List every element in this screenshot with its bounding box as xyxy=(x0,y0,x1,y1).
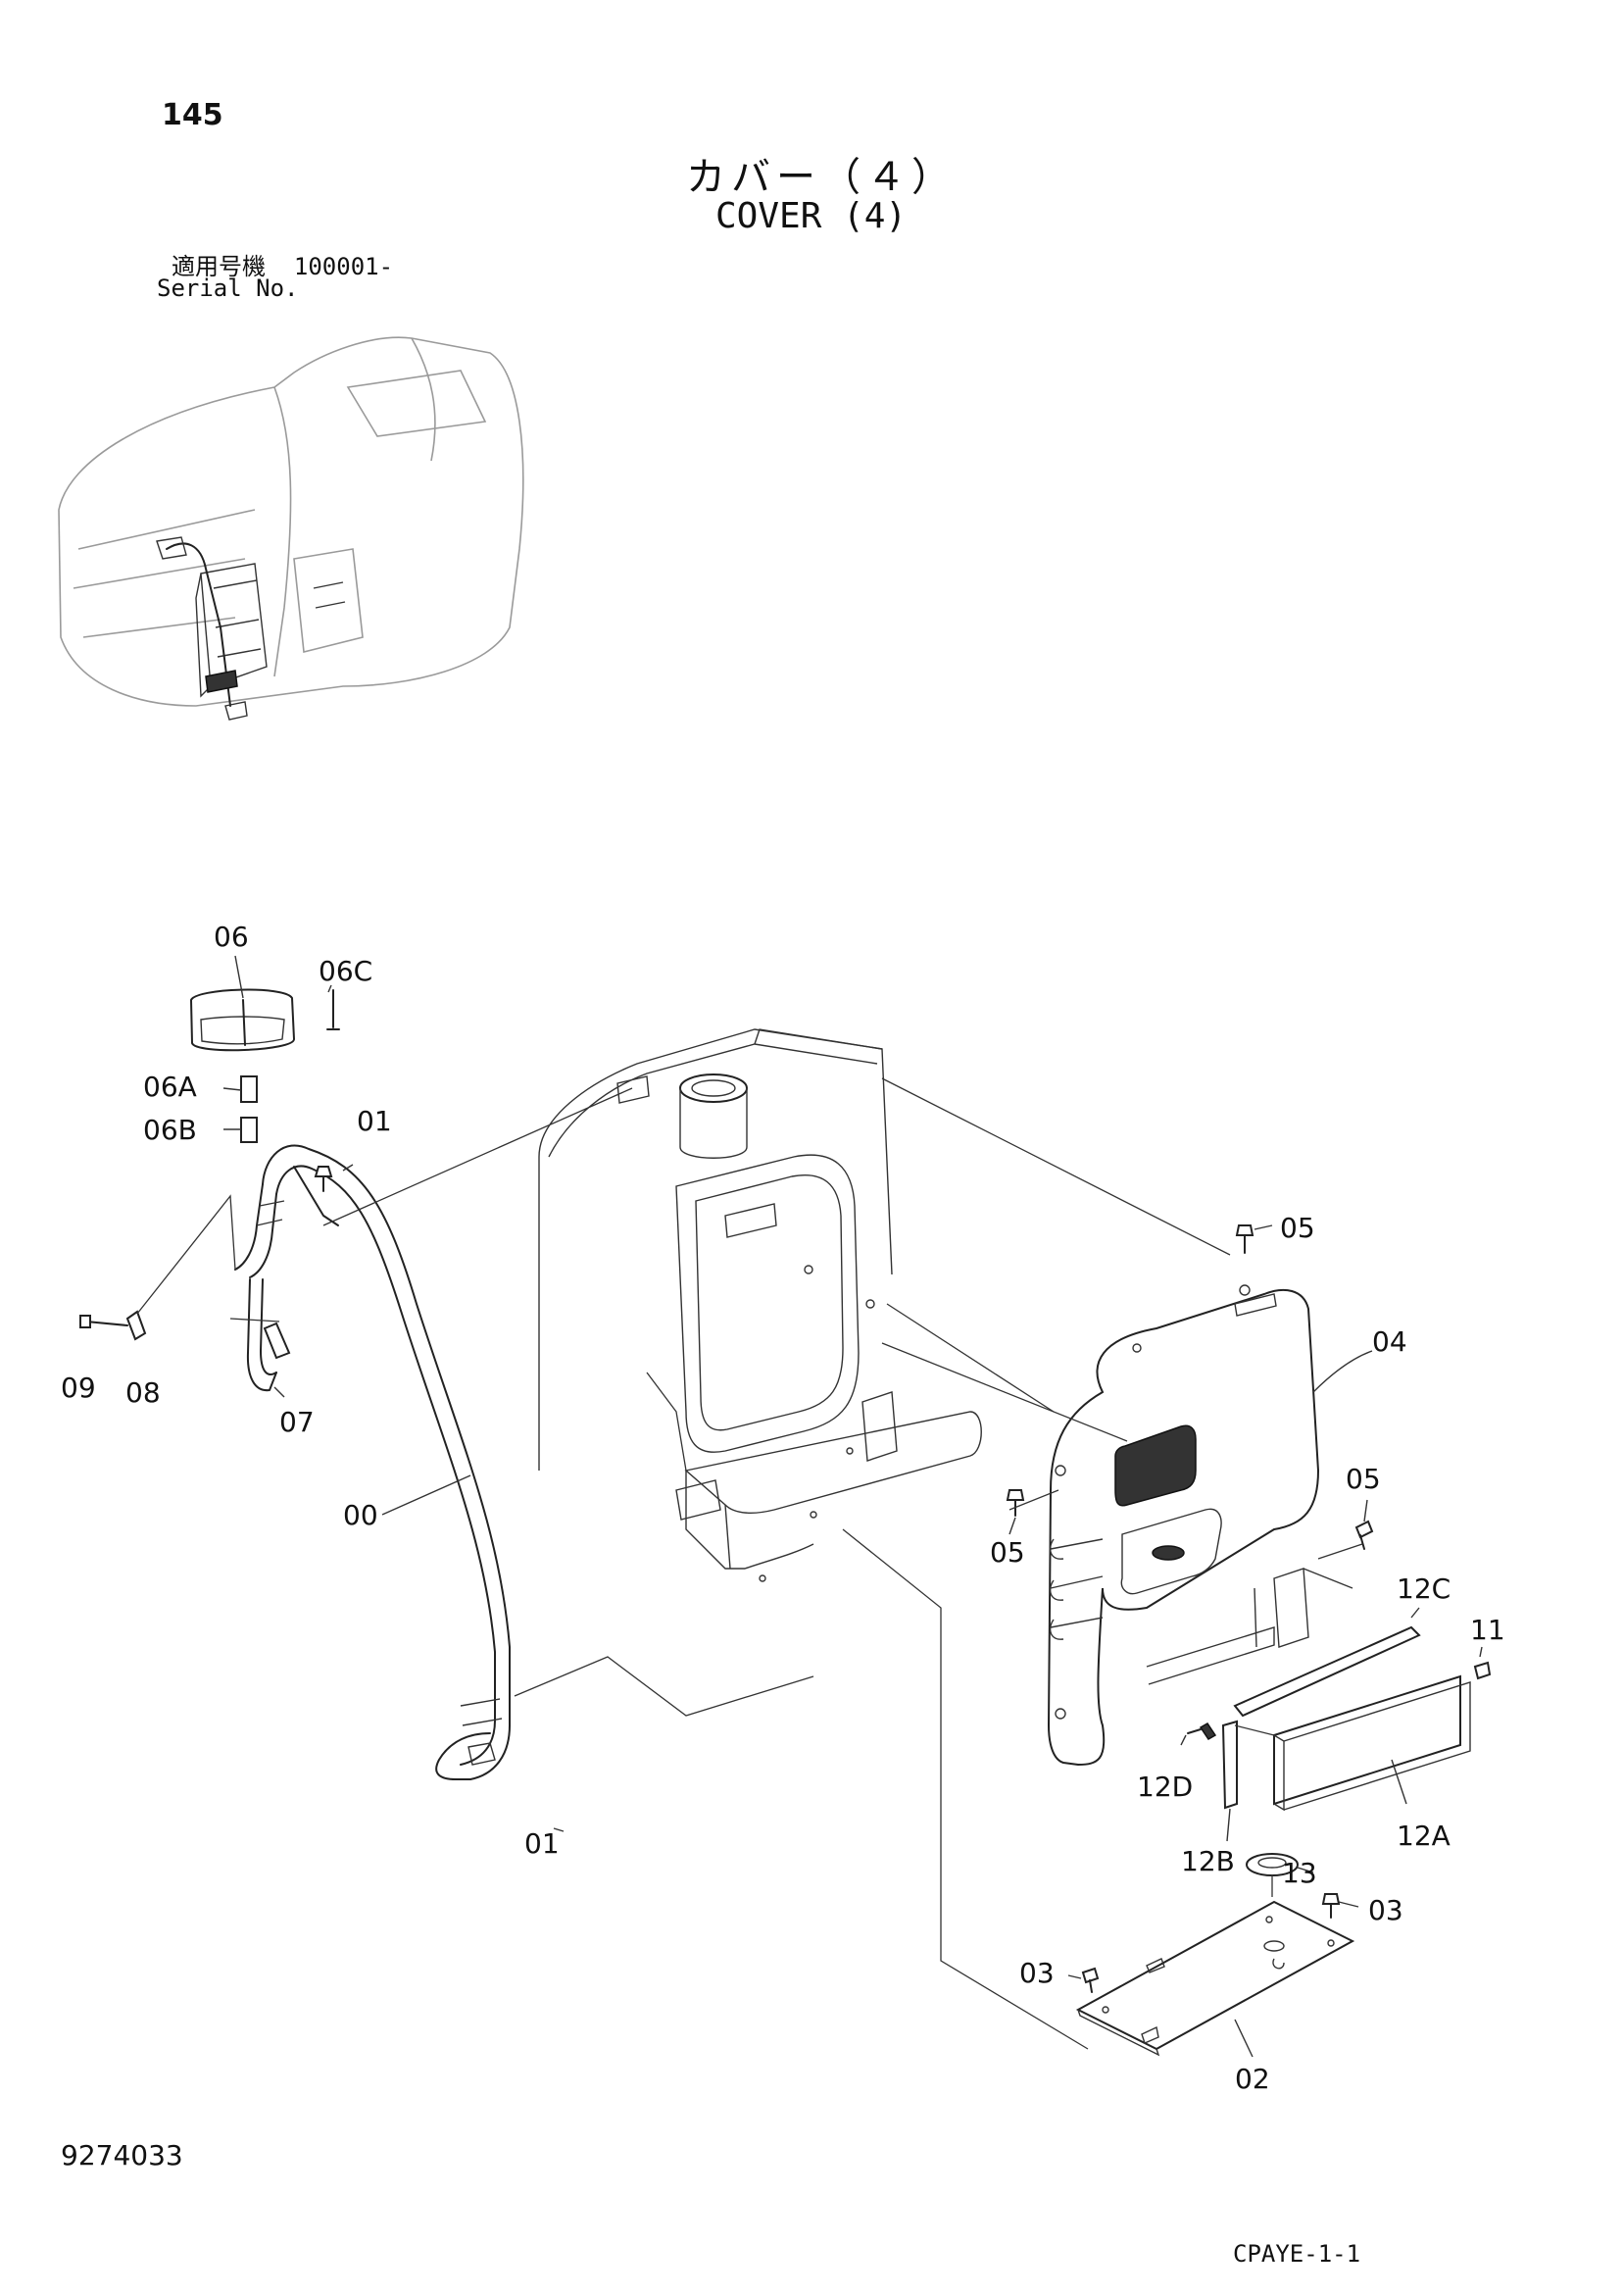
callout-04: 04 xyxy=(1372,1325,1407,1358)
callout-02: 02 xyxy=(1235,2063,1270,2095)
callout-05-top: 05 xyxy=(1280,1212,1315,1244)
callout-01-bottom: 01 xyxy=(524,1827,560,1860)
callout-12b: 12B xyxy=(1181,1845,1235,1877)
pad-parts xyxy=(1187,1625,1492,1876)
callout-06b: 06B xyxy=(143,1114,197,1146)
catalog-code: CPAYE-1-1 xyxy=(1233,2240,1361,2268)
callout-labels: 06 06C 06A 06B 01 09 08 07 00 01 05 04 0… xyxy=(61,921,1505,2095)
callout-03-left: 03 xyxy=(1019,1957,1055,1989)
callout-12c: 12C xyxy=(1397,1572,1451,1605)
leader-lines xyxy=(222,955,1483,2058)
callout-12a: 12A xyxy=(1397,1820,1451,1852)
serial-label-english: Serial No. xyxy=(157,275,299,302)
serial-value: 100001- xyxy=(293,253,394,280)
tank-frame-assembly xyxy=(538,1028,982,1582)
alignment-lines xyxy=(136,1077,1363,2050)
callout-00: 00 xyxy=(343,1499,378,1531)
floor-plate xyxy=(1075,1893,1355,2057)
cover-panel xyxy=(1047,1284,1320,1767)
screws-05 xyxy=(1006,1224,1374,1550)
callout-05-right: 05 xyxy=(1346,1463,1381,1495)
handrail xyxy=(234,1144,511,1780)
callout-07: 07 xyxy=(279,1406,315,1438)
page-number: 145 xyxy=(162,98,223,132)
callout-01-top: 01 xyxy=(357,1105,392,1137)
callout-08: 08 xyxy=(125,1376,161,1409)
callout-06a: 06A xyxy=(143,1071,197,1103)
mirror-assembly xyxy=(189,988,340,1192)
page-title-english: COVER (4) xyxy=(715,196,908,236)
callout-05-left: 05 xyxy=(990,1536,1025,1569)
callout-03-right: 03 xyxy=(1368,1894,1403,1926)
callout-06c: 06C xyxy=(319,955,372,987)
callout-11: 11 xyxy=(1470,1614,1505,1646)
serial-label-japanese: 適用号機 xyxy=(172,253,266,280)
document-number: 9274033 xyxy=(61,2139,183,2171)
bracket-parts xyxy=(79,1278,291,1392)
machine-overview-thumbnail xyxy=(58,336,524,721)
callout-12d: 12D xyxy=(1137,1771,1193,1803)
serial-applicability: 適用号機 100001- xyxy=(172,247,393,281)
callout-09: 09 xyxy=(61,1372,96,1404)
page-title-japanese: カバー（４） xyxy=(686,155,957,200)
callout-13: 13 xyxy=(1282,1857,1317,1889)
callout-06: 06 xyxy=(214,921,249,953)
